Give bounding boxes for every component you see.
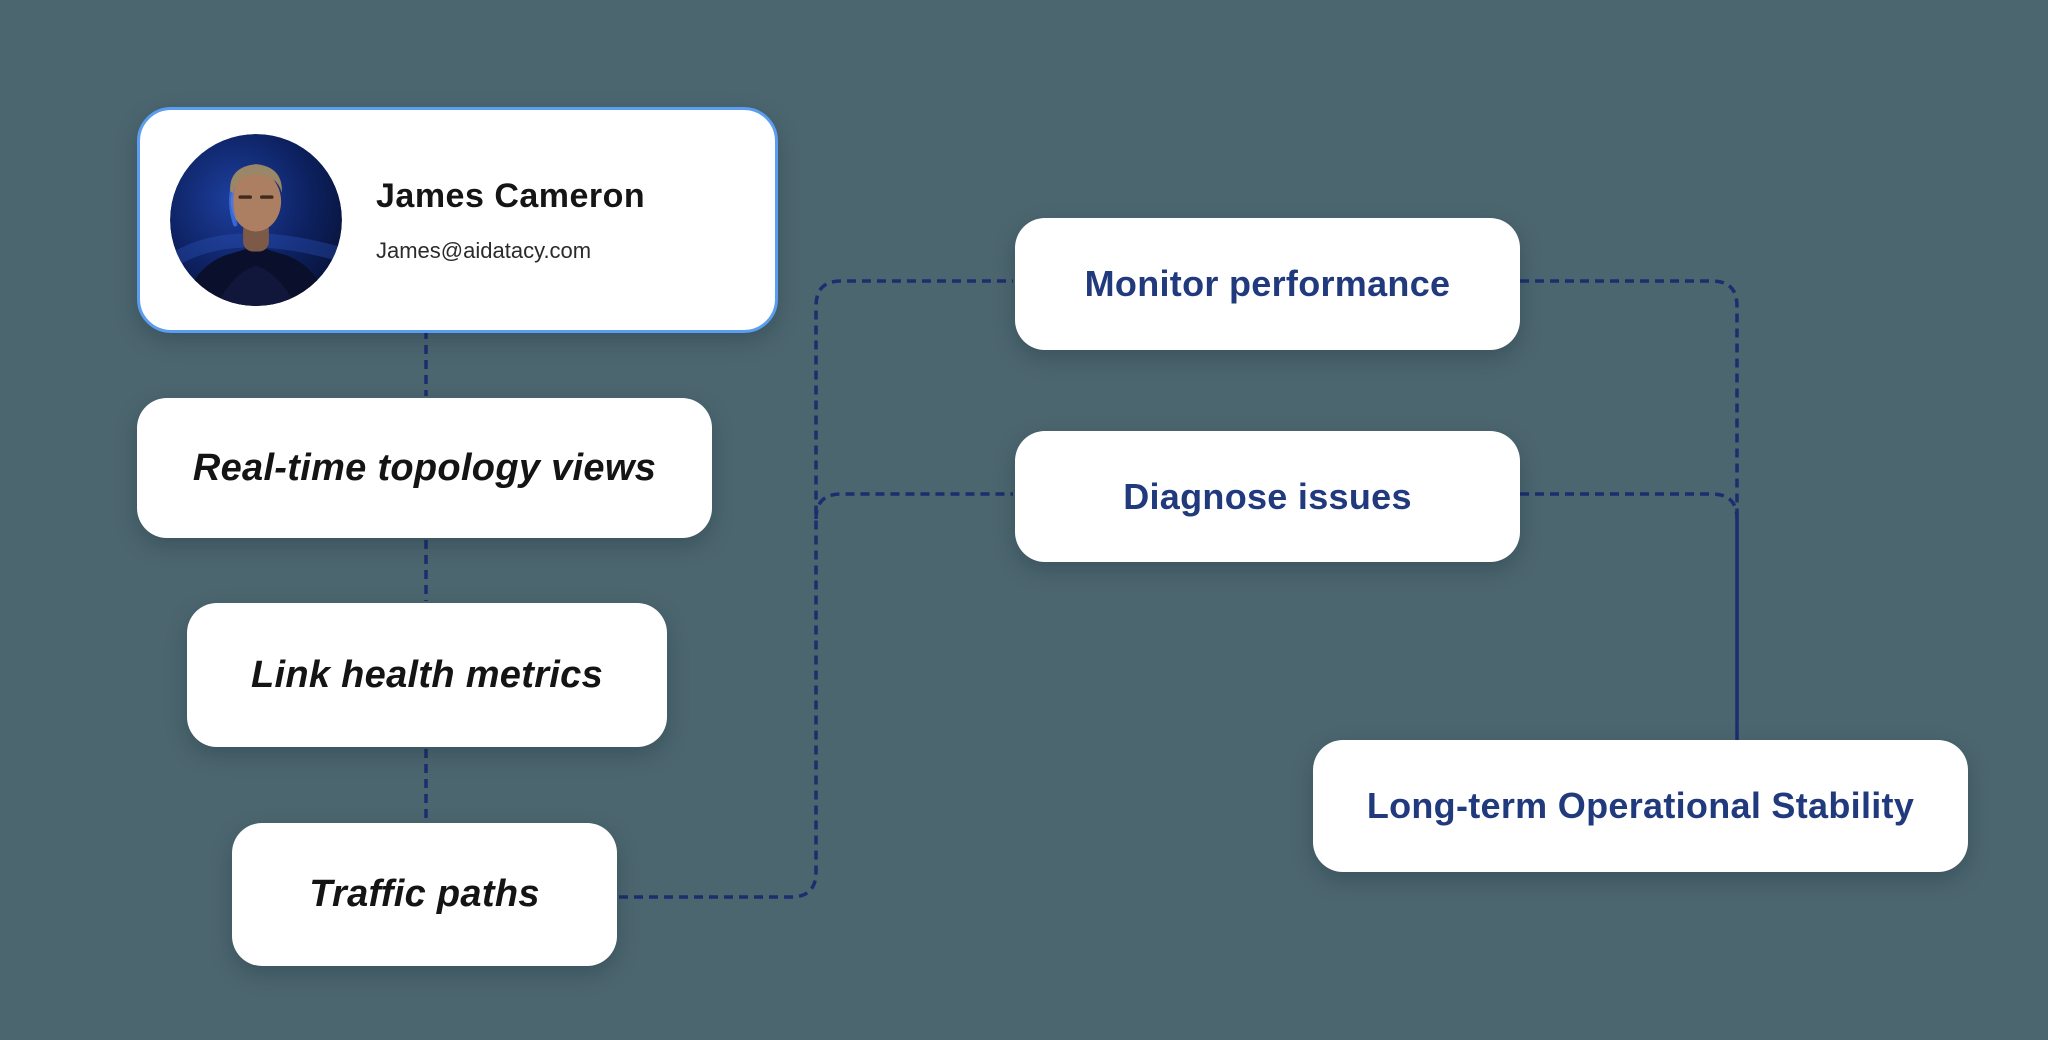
outcome-node-long-term-operational-stability: Long-term Operational Stability <box>1313 727 1968 872</box>
action-label: Diagnose issues <box>1123 475 1412 517</box>
feature-label: Real-time topology views <box>192 446 657 489</box>
avatar <box>170 134 342 306</box>
feature-node-realtime-topology-views: Real-time topology views <box>137 385 712 538</box>
connector-monitor-to-merge <box>1520 279 1739 512</box>
connector-diagnose-to-merge <box>1520 492 1739 520</box>
action-node-monitor-performance: Monitor performance <box>1015 205 1520 350</box>
action-node-diagnose-issues: Diagnose issues <box>1015 418 1520 562</box>
feature-label: Link health metrics <box>250 653 604 696</box>
feature-label: Traffic paths <box>309 873 540 915</box>
outcome-label: Long-term Operational Stability <box>1366 785 1915 826</box>
connector-traffic-to-monitor <box>619 279 1013 899</box>
connector-branch-to-diagnose <box>814 492 1013 520</box>
profile-name: James Cameron <box>376 176 646 215</box>
profile-email: James@aidatacy.com <box>376 237 592 263</box>
action-label: Monitor performance <box>1084 263 1451 304</box>
feature-node-traffic-paths: Traffic paths <box>232 810 617 966</box>
feature-node-link-health-metrics: Link health metrics <box>187 590 667 747</box>
profile-card: James Cameron James@aidatacy.com <box>137 91 778 349</box>
